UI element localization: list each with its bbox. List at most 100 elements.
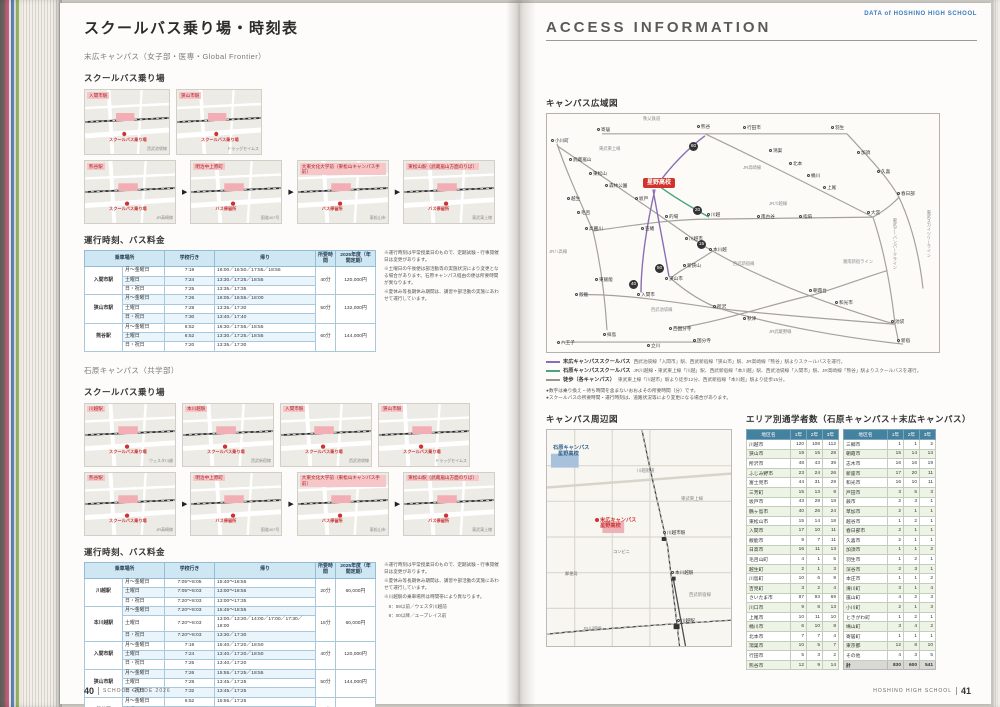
map-station: 川越市 (685, 236, 703, 241)
bus-stop-map: ▶ (395, 160, 496, 224)
suehiro-maps-row1: 入間市駅 スクールバス乗り場 西武池袋線 (84, 89, 510, 155)
count-cell: 1 (919, 611, 936, 623)
local-map: 石原キャンパス星野高校 末広キャンパス星野高校 川越市駅 本川越駅 川越駅 東武… (546, 429, 732, 648)
map-station: 和光市 (835, 300, 853, 305)
area-row: 北本市 7 7 4 (746, 630, 839, 642)
map-station: 新宿 (897, 338, 910, 343)
map-station: 加須 (857, 150, 870, 155)
count-cell: 2 (919, 544, 936, 556)
map-station: 60 (689, 142, 698, 151)
map-station: 湘南新宿ライン (843, 259, 873, 265)
map-station: 飯能 (575, 292, 588, 297)
bus-stop-map: ▶ (288, 471, 389, 536)
area-row: 毛呂山町 4 1 5 (746, 554, 839, 565)
count-cell: 17 (790, 525, 807, 537)
local-map-label: 郵便局 (565, 571, 578, 577)
station-dot-icon (641, 227, 644, 231)
station-dot-icon (595, 278, 598, 282)
local-map-column: キャンパス周辺図 (546, 413, 736, 670)
bus-stop-map: 入間市駅 スクールバス乗り場 西武池袋線 (84, 89, 170, 155)
suehiro-timetable-notes: ※運行時刻は平常授業日のもので、定期試験・行事開催日は変更があります。※土曜日の… (384, 250, 502, 352)
table-cell: 60,000円 (335, 577, 376, 608)
area-name-cell: 日高市 (746, 544, 791, 556)
map-graphic (177, 90, 261, 154)
column-header: 2025年度（年間定期） (335, 249, 376, 268)
station-dot-icon (743, 317, 746, 321)
map-station: 国分寺 (693, 338, 711, 343)
table-cell: 40分 (315, 640, 336, 670)
table-cell: 狭山市駅 (84, 294, 123, 324)
count-cell: 108 (806, 439, 823, 450)
legend-label: 徒歩（各キャンパス） (563, 377, 615, 383)
station-label: 北本 (793, 161, 803, 166)
station-label: 東松山 (593, 171, 607, 176)
note-line: 8：59以前／ウェスタ川越前 (384, 603, 447, 609)
area-row: 春日部市 2 1 1 (843, 525, 936, 537)
area-name-cell: 川越市 (746, 439, 791, 450)
count-cell: 29 (822, 477, 839, 489)
map-title: 大東文化大学前（東松山キャンパス手前） (299, 163, 386, 176)
station-dot-icon (589, 172, 592, 176)
count-cell: 3 (790, 583, 807, 594)
area-row: 三郷市 1 1 2 (843, 439, 936, 450)
count-cell: 8 (903, 640, 920, 652)
table-cell: 7:20 (164, 341, 215, 352)
ishihara-timetable-notes: ※運行時刻は平常授業日のもので、定期試験・行事開催日は変更があります。※夏休み等… (384, 562, 502, 707)
map-footnotes: ●数字は乗り換え・待ち時間を含まないおおよその所要時間（分）です。●スクールバス… (546, 387, 977, 401)
area-row: 熊谷市 12 9 14 (746, 659, 839, 671)
legend-entry: 徒歩（各キャンパス） 東武東上線「川越市」駅より徒歩12分、西武新宿線「本川越」… (546, 376, 977, 383)
count-cell: 17 (887, 467, 904, 479)
station-dot-icon (605, 184, 608, 188)
map-station: 秋津 (743, 316, 756, 321)
area-name-cell: 鴻巣市 (746, 640, 791, 652)
count-cell: 2 (903, 515, 920, 527)
station-label: 坂戸 (639, 196, 649, 201)
map-station: 八王子 (557, 340, 575, 345)
station-label: 春日部 (901, 191, 915, 196)
map-stop-label: スクールバス乗り場 (109, 448, 147, 454)
station-label: 20 (694, 208, 701, 213)
bus-stop-map: 本川越駅 スクールバス乗り場 西武新宿線 (182, 402, 274, 467)
count-cell: 15 (790, 487, 807, 498)
table-cell: 熊谷駅 (84, 696, 123, 707)
count-cell: 2 (887, 563, 904, 575)
map-graphic (191, 161, 282, 223)
table-cell: 7:32 (164, 687, 215, 698)
map-box: 入間市駅 スクールバス乗り場 西武池袋線 (84, 89, 170, 155)
count-cell: 16 (790, 544, 807, 556)
poi-label: コンビニ (613, 549, 630, 555)
table-cell: 6:52 (164, 322, 215, 333)
table-cell: 日・祝日 (122, 659, 165, 670)
map-station: 西国分寺 (669, 326, 691, 331)
table-cell: 土曜日 (122, 615, 165, 633)
station-label: 朝霞台 (813, 288, 827, 293)
column-header: 2年 (903, 429, 920, 441)
count-cell: 24 (822, 506, 839, 517)
map-box: 本川越駅 スクールバス乗り場 西武新宿線 (182, 402, 274, 467)
map-sub-label: JR高崎線 (156, 526, 173, 532)
count-cell: 1 (903, 525, 920, 537)
legend-description: JR川越線・東武東上線「川越」駅、西武新宿線「本川越」駅、西武池袋線「入間市」駅… (633, 368, 922, 373)
area-tables: 地区名 1年 2年 3年 川越市 (746, 429, 977, 671)
column-header: 所要時間 (315, 249, 336, 268)
table-cell: 日・祝日 (122, 284, 165, 296)
map-stop-label: バス停留所 (321, 517, 343, 523)
map-station: 鴻巣 (769, 148, 782, 153)
right-page-footer: HOSHINO HIGH SCHOOL 41 (873, 686, 971, 696)
station-label: 高麗川 (589, 226, 603, 231)
area-name-cell: 鶴ヶ島市 (746, 506, 791, 517)
count-cell: 3 (806, 650, 823, 661)
table-cell: 13:00～18:55 (214, 587, 316, 598)
area-row: ときがわ町 1 2 1 (843, 611, 936, 623)
station-dot-icon (769, 149, 772, 153)
station-dot-icon (697, 125, 700, 129)
count-cell: 2 (790, 563, 807, 575)
table-cell: 13:30／17:30 (214, 631, 316, 642)
table-cell: 120,000円 (335, 266, 376, 296)
local-map-label: 本川越駅 (671, 570, 693, 575)
page-title: スクールバス乗り場・時刻表 (84, 20, 299, 37)
map-station: 高麗川 (585, 226, 603, 231)
